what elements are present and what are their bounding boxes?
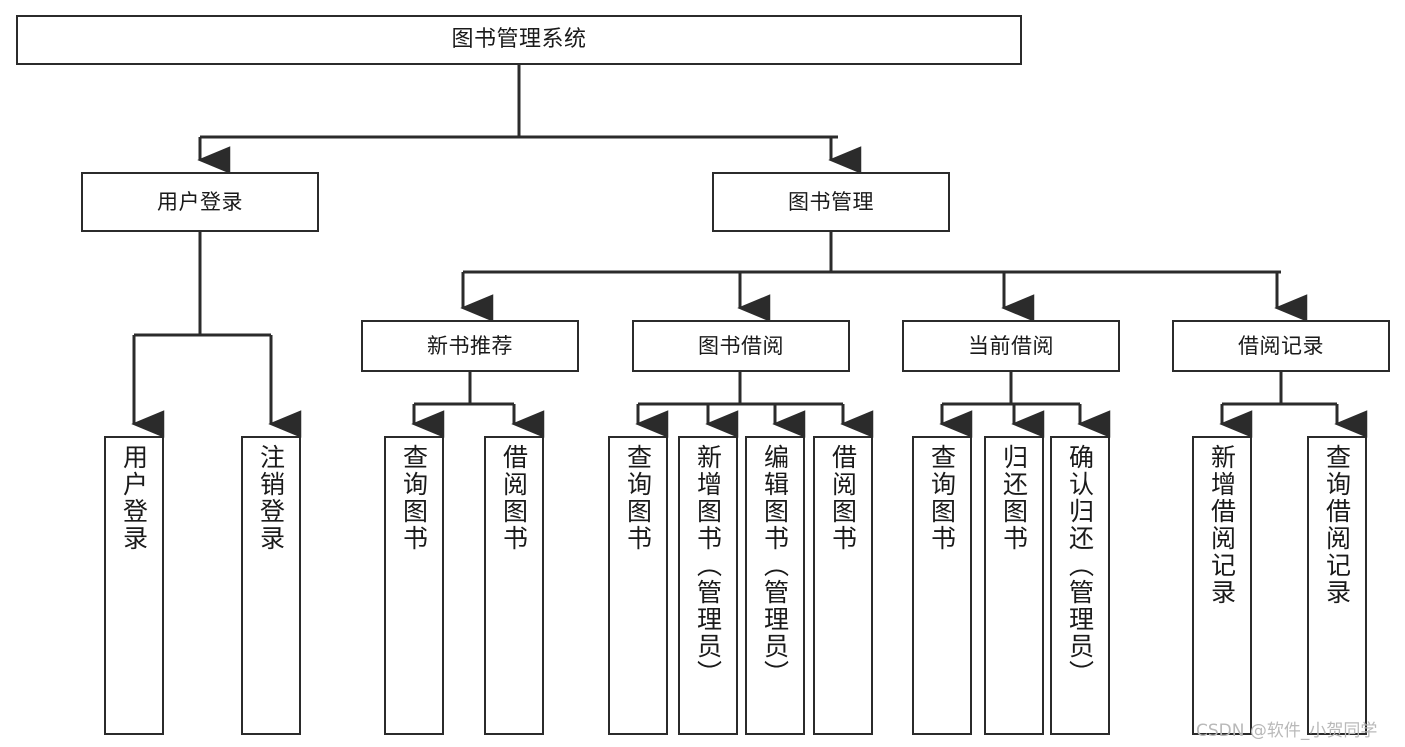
node-leaf-confirm-return-label: 确认归还（管理员） xyxy=(1065,444,1095,687)
node-leaf-query-book-2-label: 查询图书 xyxy=(623,444,653,552)
node-leaf-query-record-label: 查询借阅记录 xyxy=(1322,444,1352,606)
node-leaf-edit-book[interactable]: 编辑图书（管理员） xyxy=(745,436,805,735)
node-book-borrow-label: 图书借阅 xyxy=(698,333,784,358)
node-leaf-logout-label: 注销登录 xyxy=(256,444,286,552)
node-leaf-borrow-book-2-label: 借阅图书 xyxy=(828,444,858,552)
node-leaf-confirm-return[interactable]: 确认归还（管理员） xyxy=(1050,436,1110,735)
node-new-book-recommend[interactable]: 新书推荐 xyxy=(361,320,579,372)
node-current-borrow-label: 当前借阅 xyxy=(968,333,1054,358)
node-leaf-query-book-2[interactable]: 查询图书 xyxy=(608,436,668,735)
node-leaf-add-record-label: 新增借阅记录 xyxy=(1207,444,1237,606)
node-leaf-query-book-3-label: 查询图书 xyxy=(927,444,957,552)
node-leaf-add-record[interactable]: 新增借阅记录 xyxy=(1192,436,1252,735)
node-leaf-query-book-1-label: 查询图书 xyxy=(399,444,429,552)
node-leaf-add-book[interactable]: 新增图书（管理员） xyxy=(678,436,738,735)
node-leaf-logout[interactable]: 注销登录 xyxy=(241,436,301,735)
node-user-login[interactable]: 用户登录 xyxy=(81,172,319,232)
node-leaf-query-record[interactable]: 查询借阅记录 xyxy=(1307,436,1367,735)
node-new-book-recommend-label: 新书推荐 xyxy=(427,333,513,358)
node-current-borrow[interactable]: 当前借阅 xyxy=(902,320,1120,372)
node-leaf-add-book-label: 新增图书（管理员） xyxy=(693,444,723,687)
node-borrow-record[interactable]: 借阅记录 xyxy=(1172,320,1390,372)
node-leaf-query-book-3[interactable]: 查询图书 xyxy=(912,436,972,735)
node-leaf-return-book[interactable]: 归还图书 xyxy=(984,436,1044,735)
node-root-label: 图书管理系统 xyxy=(451,27,587,53)
node-book-manage-label: 图书管理 xyxy=(788,189,874,214)
node-leaf-user-login[interactable]: 用户登录 xyxy=(104,436,164,735)
node-root[interactable]: 图书管理系统 xyxy=(16,15,1022,65)
node-leaf-edit-book-label: 编辑图书（管理员） xyxy=(760,444,790,687)
node-user-login-label: 用户登录 xyxy=(157,189,243,214)
node-leaf-borrow-book-2[interactable]: 借阅图书 xyxy=(813,436,873,735)
node-leaf-borrow-book-1[interactable]: 借阅图书 xyxy=(484,436,544,735)
node-leaf-user-login-label: 用户登录 xyxy=(119,444,149,552)
node-book-manage[interactable]: 图书管理 xyxy=(712,172,950,232)
node-leaf-return-book-label: 归还图书 xyxy=(999,444,1029,552)
node-book-borrow[interactable]: 图书借阅 xyxy=(632,320,850,372)
node-leaf-query-book-1[interactable]: 查询图书 xyxy=(384,436,444,735)
node-borrow-record-label: 借阅记录 xyxy=(1238,333,1324,358)
node-leaf-borrow-book-1-label: 借阅图书 xyxy=(499,444,529,552)
csdn-watermark: CSDN @软件_小贺同学 xyxy=(1196,721,1378,741)
